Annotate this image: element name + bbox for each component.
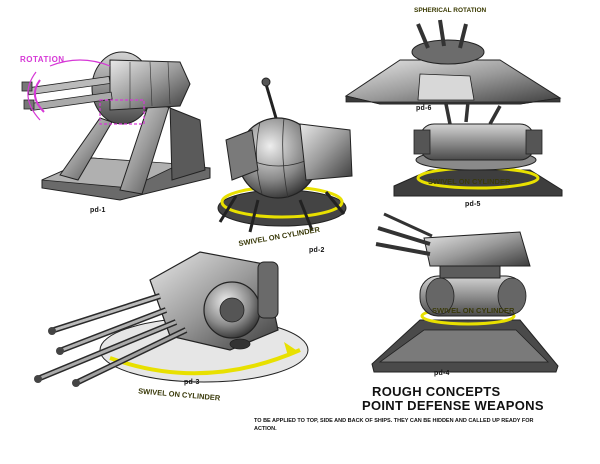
description-text: TO BE APPLIED TO TOP, SIDE AND BACK OF S… [254,418,534,432]
design-label-pd-3: pd-3 [184,379,200,386]
turret-pd-5 [393,101,563,197]
spherical-rotation-annotation: SPHERICAL ROTATION [414,7,487,14]
turret-pd-6 [344,19,562,105]
turret-pd-3 [34,251,309,387]
swivel-label-pd-4: SWIVEL ON CYLINDER [432,306,515,315]
rotation-annotation: ROTATION [20,55,65,64]
turret-pd-2 [217,77,353,233]
title-line-2: POINT DEFENSE WEAPONS [362,398,544,413]
design-label-pd-5: pd-5 [465,201,481,208]
title-line-1: ROUGH CONCEPTS [372,384,501,399]
design-label-pd-4: pd-4 [434,370,450,377]
swivel-label-pd-5: SWIVEL ON CYLINDER [428,177,511,186]
design-label-pd-2: pd-2 [309,247,325,254]
design-label-pd-1: pd-1 [90,207,106,214]
design-label-pd-6: pd-6 [416,105,432,112]
turret-pd-4 [371,212,559,373]
turret-pd-1 [21,51,211,201]
